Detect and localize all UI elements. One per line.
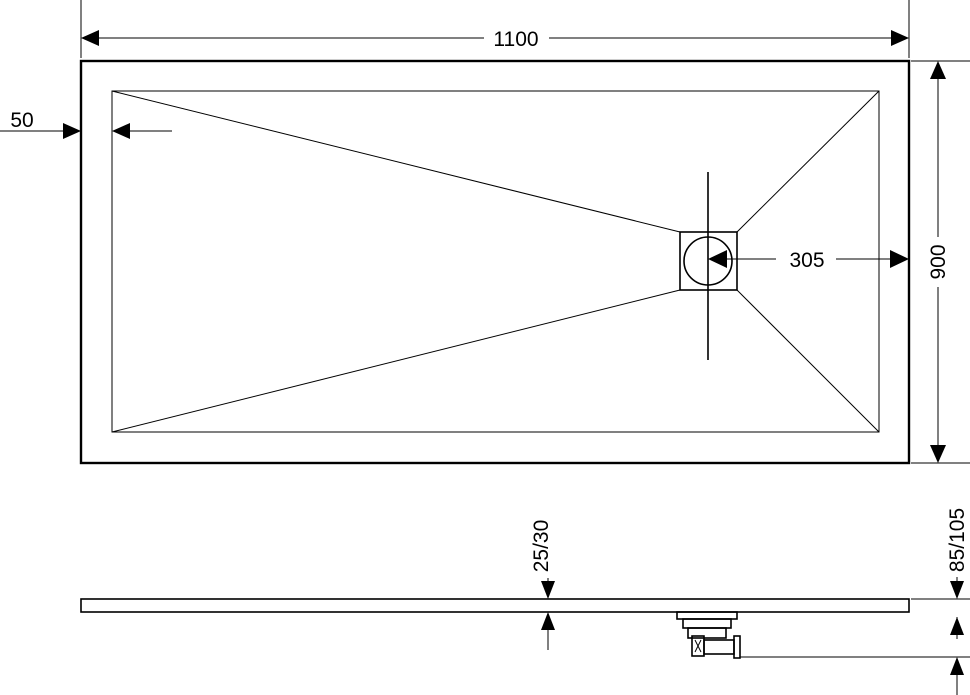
- slope-lines: [111, 90, 880, 433]
- length-label: 1100: [493, 28, 538, 51]
- thickness-label: 25/30: [530, 520, 553, 573]
- tray-outer-outline: [79, 59, 911, 465]
- width-dimension: 900: [911, 60, 970, 464]
- tray-inner-outline: [111, 90, 880, 433]
- thickness-dimension: 25/30: [530, 520, 555, 650]
- plan-view: 1100 900 50 305: [0, 0, 970, 465]
- rim-dimension: 50: [0, 109, 172, 139]
- side-view: 25/30 85/105: [80, 508, 970, 695]
- drain-offset-label: 305: [789, 249, 824, 272]
- total-height-label: 85/105: [946, 508, 969, 572]
- drain: [679, 172, 738, 360]
- width-label: 900: [927, 244, 950, 279]
- tray-side-profile: [80, 598, 910, 613]
- rim-label: 50: [10, 109, 33, 132]
- drain-offset-dimension: 305: [708, 249, 909, 272]
- drain-trap: [676, 611, 741, 659]
- length-dimension: 1100: [80, 0, 910, 58]
- total-height-dimension: 85/105: [740, 508, 970, 695]
